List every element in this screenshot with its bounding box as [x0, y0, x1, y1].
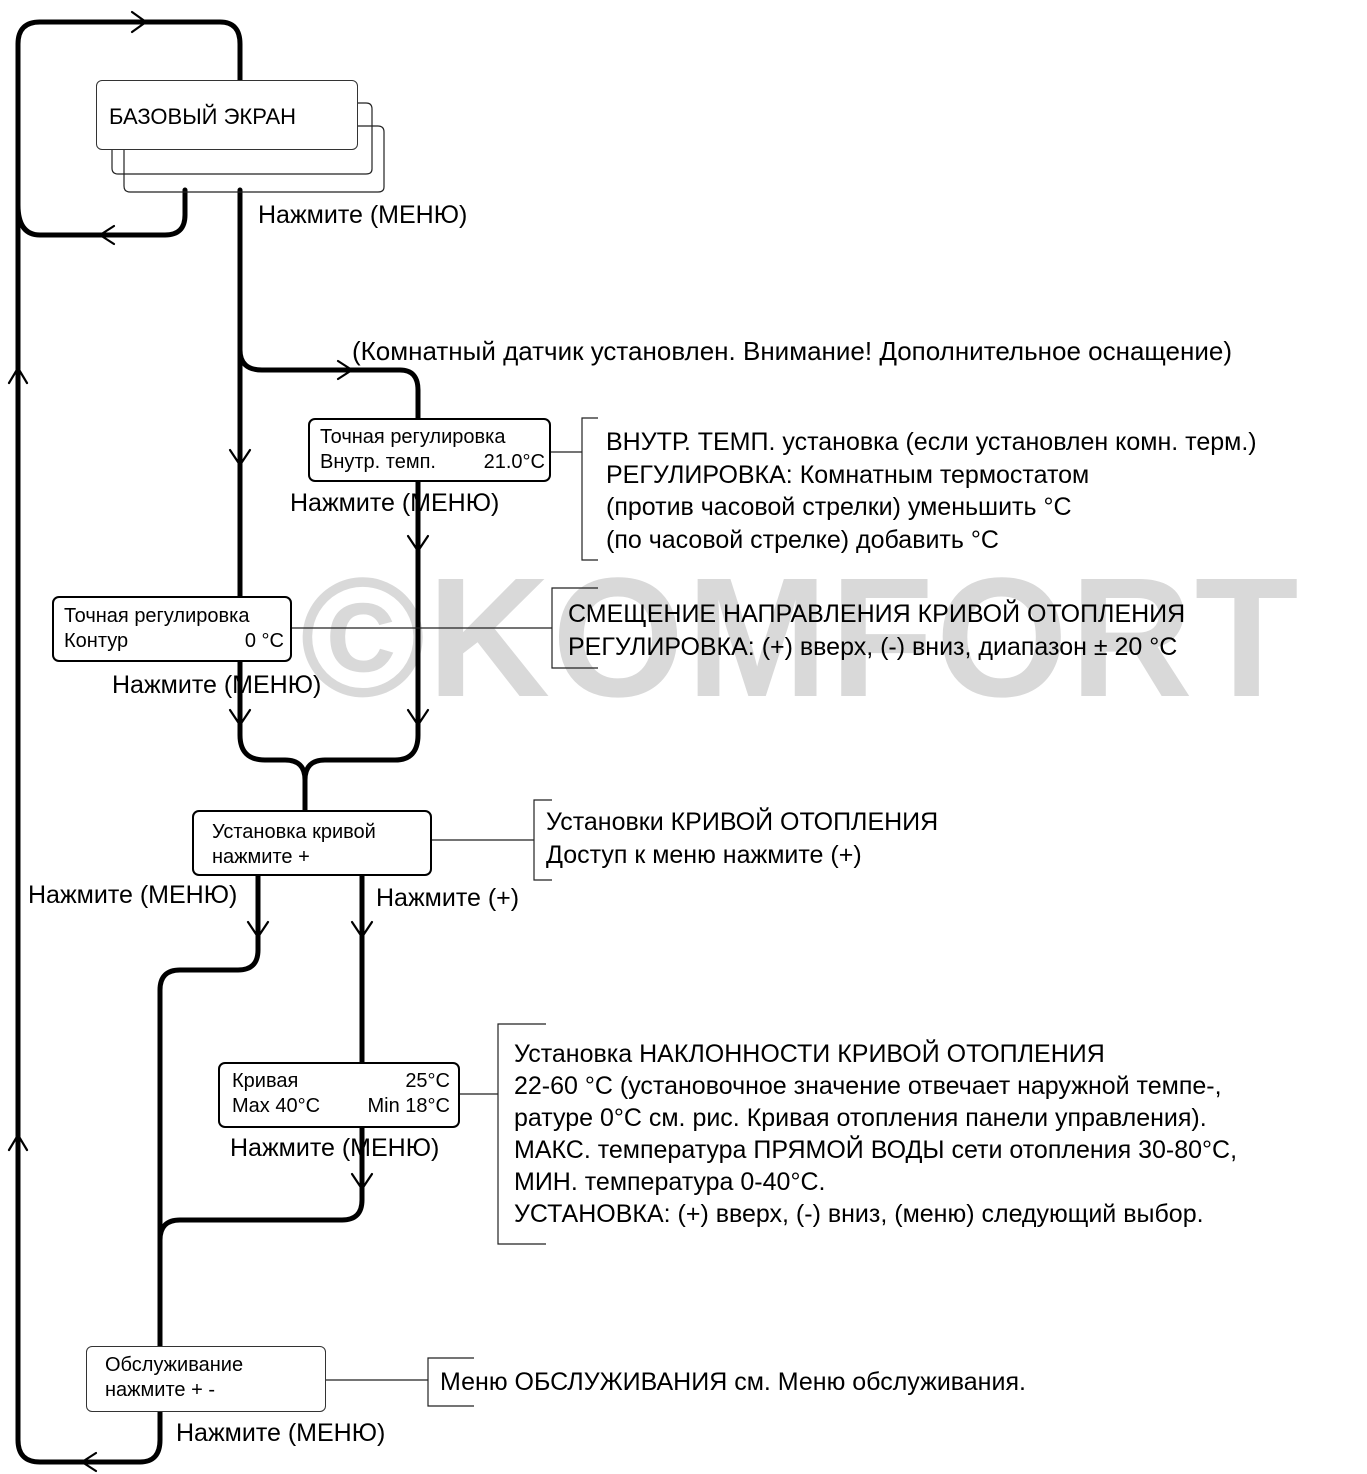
fine-circuit-label: Контур: [64, 630, 129, 652]
arrow-down-menu-icon: [246, 920, 270, 939]
curve-setup-note: Установки КРИВОЙ ОТОПЛЕНИЯ Доступ к меню…: [546, 806, 938, 871]
indoor-note-line: ВНУТР. ТЕМП. установка (если установлен …: [606, 428, 1257, 456]
curve-note: Установка НАКЛОННОСТИ КРИВОЙ ОТОПЛЕНИЯ 2…: [514, 1038, 1237, 1230]
circuit-bracket: [551, 587, 598, 669]
service-line2: нажмите + -: [105, 1379, 215, 1401]
arrow-down-trunk-icon: [228, 448, 252, 467]
menu-branch-line: [157, 872, 261, 1353]
service-line1: Обслуживание: [105, 1354, 244, 1376]
curve-note-line: 22-60 °С (установочное значение отвечает…: [514, 1072, 1222, 1100]
arrow-sensor-right-icon: [336, 359, 354, 381]
curve-note-line: УСТАНОВКА: (+) вверх, (-) вниз, (меню) с…: [514, 1200, 1204, 1228]
outer-loop-line: [37, 19, 243, 83]
sensor-branch-line: [237, 347, 421, 421]
circuit-note-line: РЕГУЛИРОВКА: (+) вверх, (-) вниз, диапаз…: [568, 632, 1178, 661]
outer-loop-left-line: [15, 19, 163, 1465]
curve-bracket: [497, 1023, 546, 1245]
service-note-line: Меню ОБСЛУЖИВАНИЯ см. Меню обслуживания.: [440, 1368, 1026, 1396]
arrow-down-indoor-icon: [406, 534, 430, 553]
press-plus-label: Нажмите (+): [376, 884, 520, 912]
arrow-down-curve-icon: [350, 1172, 374, 1191]
arrow-down-plus-icon: [350, 920, 374, 939]
arrow-down-indoor2-icon: [406, 708, 430, 727]
base-return-loop-line: [15, 187, 188, 238]
press-menu-label-1: Нажмите (МЕНЮ): [258, 201, 468, 229]
arrow-top-right-icon: [130, 10, 148, 34]
curve-max: Max 40°C: [232, 1095, 321, 1117]
circuit-note: СМЕЩЕНИЕ НАПРАВЛЕНИЯ КРИВОЙ ОТОПЛЕНИЯ РЕ…: [568, 598, 1185, 663]
press-menu-label-2: Нажмите (МЕНЮ): [290, 489, 500, 517]
fine-indoor-screen: Точная регулировка Внутр. темп. 21.0°C: [308, 418, 551, 482]
press-menu-label-3: Нажмите (МЕНЮ): [112, 671, 322, 699]
curve-return-line: [157, 1125, 365, 1243]
curve-value: 25°C: [405, 1070, 450, 1092]
press-menu-label-5: Нажмите (МЕНЮ): [230, 1134, 440, 1162]
indoor-to-merge-line: [302, 477, 421, 783]
base-screen-stack-2: [111, 102, 373, 175]
indoor-note: ВНУТР. ТЕМП. установка (если установлен …: [606, 426, 1257, 556]
curve-label: Кривая: [232, 1070, 299, 1092]
curve-setup-note-line: Установки КРИВОЙ ОТОПЛЕНИЯ: [546, 808, 939, 836]
indoor-note-line: (против часовой стрелки) уменьшить °С: [606, 493, 1072, 521]
arrow-bottom-left-icon: [80, 1451, 98, 1473]
indoor-bracket: [581, 417, 598, 561]
curve-note-line: МИН. температура 0-40°С.: [514, 1168, 826, 1196]
arrow-loop-left-icon: [98, 224, 116, 246]
fine-indoor-label: Внутр. темп.: [320, 451, 436, 473]
room-sensor-note: (Комнатный датчик установлен. Внимание! …: [352, 336, 1232, 366]
indoor-note-line: РЕГУЛИРОВКА: Комнатным термостатом: [606, 460, 1090, 489]
fine-circuit-screen: Точная регулировка Контур 0 °C: [52, 596, 292, 662]
service-bracket: [427, 1357, 474, 1407]
curve-setup-line1: Установка кривой: [212, 821, 376, 843]
curve-note-line: ратуре 0°С см. рис. Кривая отопления пан…: [514, 1104, 1207, 1132]
curve-setup-screen: Установка кривой нажмите +: [192, 810, 432, 876]
service-note: Меню ОБСЛУЖИВАНИЯ см. Меню обслуживания.: [440, 1366, 1026, 1399]
curve-setup-bracket: [533, 799, 552, 881]
curve-min: Min 18°C: [367, 1095, 450, 1117]
curve-setup-line2: нажмите +: [212, 846, 310, 868]
fine-circuit-line1: Точная регулировка: [64, 605, 250, 627]
arrow-down-circuit-icon: [228, 708, 252, 727]
fine-indoor-line1: Точная регулировка: [320, 426, 506, 448]
fine-circuit-value: 0 °C: [244, 630, 284, 652]
arrow-up-left2-icon: [7, 1133, 29, 1152]
arrow-up-left-icon: [7, 366, 29, 385]
base-screen-box: БАЗОВЫЙ ЭКРАН: [96, 80, 358, 150]
komfort-watermark: ©KOMFORT: [300, 543, 1301, 733]
service-screen: Обслуживание нажмите + -: [86, 1346, 326, 1412]
base-screen-stack-3: [123, 125, 385, 193]
indoor-note-line: (по часовой стрелке) добавить °С: [606, 525, 999, 554]
press-menu-label-4: Нажмите (МЕНЮ): [28, 881, 238, 909]
circuit-note-line: СМЕЩЕНИЕ НАПРАВЛЕНИЯ КРИВОЙ ОТОПЛЕНИЯ: [568, 600, 1186, 628]
press-menu-label-6: Нажмите (МЕНЮ): [176, 1419, 386, 1447]
curve-note-line: МАКС. температура ПРЯМОЙ ВОДЫ сети отопл…: [514, 1136, 1238, 1164]
fine-indoor-value: 21.0°C: [483, 451, 545, 473]
curve-screen: Кривая 25°C Max 40°C Min 18°C: [218, 1062, 460, 1128]
base-screen-label: БАЗОВЫЙ ЭКРАН: [109, 104, 296, 129]
curve-setup-note-line: Доступ к меню нажмите (+): [546, 840, 862, 869]
curve-note-line: Установка НАКЛОННОСТИ КРИВОЙ ОТОПЛЕНИЯ: [514, 1040, 1105, 1068]
